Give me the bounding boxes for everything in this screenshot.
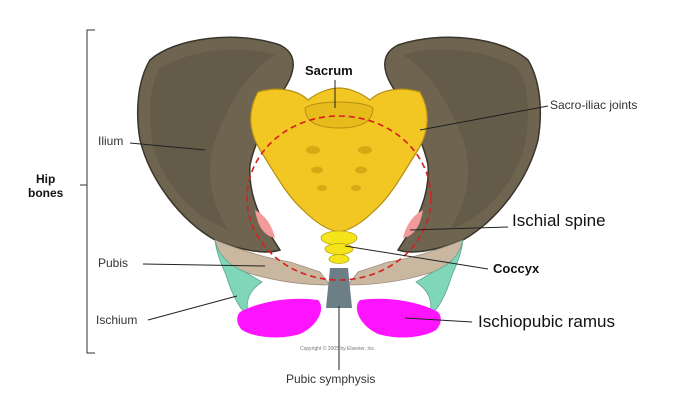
hip-bones-bracket	[80, 29, 95, 354]
hip-bones-label: Hip bones	[28, 172, 64, 200]
ilium-leader	[129, 142, 206, 151]
sacroiliac-leader	[419, 105, 549, 131]
right-ischiopubic-ramus	[356, 298, 441, 338]
ischial-spine-leader	[409, 226, 509, 231]
coccyx-leader	[344, 245, 489, 270]
copyright-note: Copyright © 2005 by Elsevier, Inc.	[300, 346, 376, 352]
right-ilium-shade	[403, 49, 528, 230]
sacrum	[250, 87, 428, 233]
pubis-label: Pubis	[98, 256, 129, 270]
pelvic-brim	[246, 115, 432, 281]
ischium-leader	[147, 295, 238, 321]
left-ilium-shade	[150, 49, 275, 230]
sacral-foramina	[306, 146, 372, 191]
sacrum-label: Sacrum	[305, 63, 353, 78]
right-ischial-spine	[403, 210, 423, 238]
sacral-promontory	[304, 101, 374, 129]
ischiopubic-ramus-leader	[404, 317, 473, 323]
ischial-spine-label: Ischial spine	[512, 211, 606, 230]
pubis-leader	[142, 263, 266, 267]
ischium-label: Ischium	[96, 313, 138, 327]
left-ischiopubic-ramus	[237, 298, 322, 338]
ischiopubic-ramus-label: Ischiopubic ramus	[478, 312, 616, 331]
ilium-label: Ilium	[98, 134, 124, 148]
coccyx	[320, 230, 358, 264]
sacroiliac-joints-label: Sacro-iliac joints	[550, 98, 638, 112]
pubic-symphysis	[326, 268, 352, 308]
pubic-symphysis-label: Pubic symphysis	[286, 372, 376, 386]
left-ischial-spine	[255, 210, 275, 238]
coccyx-label: Coccyx	[493, 261, 540, 276]
